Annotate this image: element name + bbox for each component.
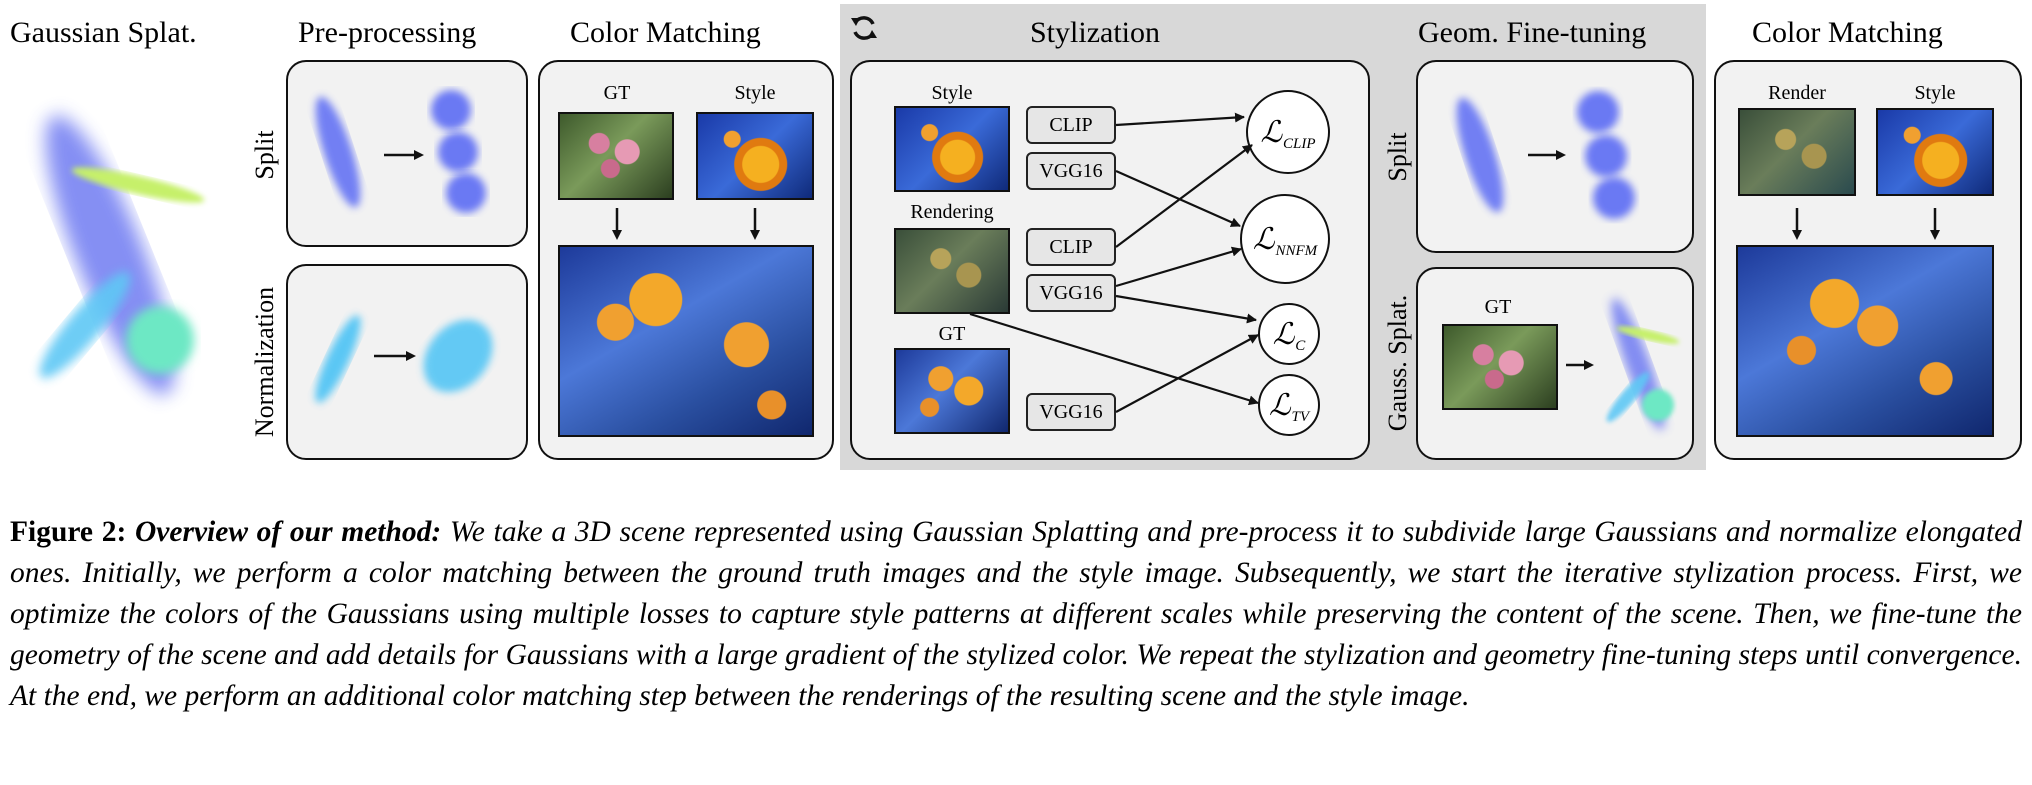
section-title-gaussian-splat: Gaussian Splat. — [10, 16, 197, 49]
final-render-image — [1738, 108, 1856, 196]
color-matched-image — [558, 245, 814, 437]
gaussian-splat-illustration — [39, 115, 205, 395]
geom-split-illustration — [1456, 91, 1635, 219]
stylization-rendering-image — [894, 228, 1010, 314]
final-style-label: Style — [1914, 82, 1956, 104]
split-illustration — [315, 90, 486, 213]
normalization-illustration — [315, 315, 493, 403]
stylization-arrows — [969, 112, 1259, 413]
geom-split-label: Split — [1383, 132, 1412, 182]
vgg16-box-gt: VGG16 — [1026, 393, 1116, 431]
geom-gauss-splat-label: Gauss. Splat. — [1383, 294, 1412, 432]
render-label: Render — [1768, 82, 1826, 104]
refresh-icon — [851, 16, 877, 40]
geom-split-panel — [1416, 60, 1694, 253]
caption-text: We take a 3D scene represented using Gau… — [10, 516, 2022, 712]
section-title-preprocessing: Pre-processing — [298, 16, 477, 49]
stylization-gt-label: GT — [938, 323, 966, 345]
section-title-color-matching-final: Color Matching — [1752, 16, 1943, 49]
color-matching-arrows — [612, 208, 760, 240]
geom-gt-image — [1442, 324, 1558, 410]
gt-orchid-image — [558, 112, 674, 200]
geom-gt-label: GT — [1484, 296, 1512, 318]
style-fractal-image — [696, 112, 814, 200]
style-label: Style — [734, 82, 776, 104]
stylization-rendering-label: Rendering — [910, 201, 994, 223]
section-title-color-matching: Color Matching — [570, 16, 761, 49]
figure-label: Figure 2: — [10, 516, 127, 548]
vgg16-box-rendering: VGG16 — [1026, 274, 1116, 312]
stylization-style-label: Style — [931, 82, 973, 104]
final-stylized-image — [1736, 245, 1994, 437]
geom-gauss-splat-illustration — [1566, 298, 1680, 430]
stylization-gt-image — [894, 348, 1010, 434]
overview-label: Overview of our method: — [134, 516, 442, 548]
stylization-style-image — [894, 106, 1010, 192]
clip-box-rendering: CLIP — [1026, 228, 1116, 266]
section-title-geom-finetuning: Geom. Fine-tuning — [1418, 16, 1647, 49]
final-style-image — [1876, 108, 1994, 196]
color-matching-final-arrows — [1792, 208, 1940, 240]
section-title-stylization: Stylization — [1030, 16, 1160, 49]
method-figure: Gaussian Splat. Pre-processing Color Mat… — [10, 4, 2022, 470]
clip-box-style: CLIP — [1026, 106, 1116, 144]
vgg16-box-style: VGG16 — [1026, 152, 1116, 190]
figure-caption: Figure 2: Overview of our method: We tak… — [10, 512, 2022, 717]
gt-label: GT — [603, 82, 631, 104]
